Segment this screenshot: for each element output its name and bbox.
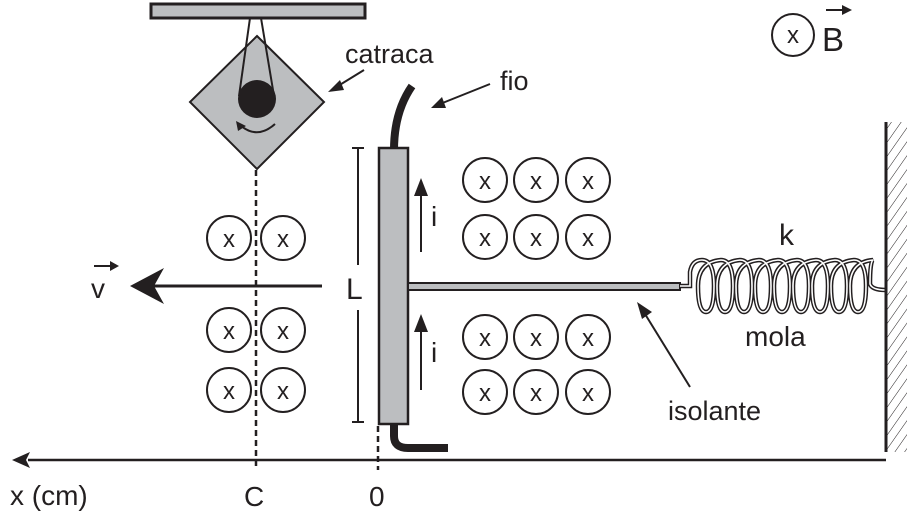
field-label: B <box>822 21 844 58</box>
ratchet <box>188 17 326 171</box>
field-into-page-icon: x <box>513 314 559 360</box>
ceiling-bar <box>149 2 367 20</box>
field-into-page-icon: x <box>513 157 559 203</box>
vector-arrow-icon <box>110 261 119 271</box>
field-into-page-icon: x <box>206 367 252 413</box>
field-symbol-text: x <box>582 325 594 352</box>
field-into-page-icon: x <box>565 214 611 260</box>
field-into-page-icon: x <box>260 215 306 261</box>
field-legend: x B <box>771 5 852 58</box>
axis-label: x (cm) <box>10 480 88 511</box>
field-into-page-icon: x <box>260 307 306 353</box>
wire-top <box>390 83 416 151</box>
current-arrow-bottom <box>414 314 428 390</box>
velocity-label: v <box>91 273 105 304</box>
field-symbol-text: x <box>479 225 491 252</box>
field-into-page-icon: x <box>565 369 611 415</box>
conducting-bar <box>377 146 410 426</box>
ratchet-label: catraca <box>345 39 435 69</box>
field-symbol-text: x <box>582 168 594 195</box>
field-symbol-text: x <box>223 318 235 345</box>
field-into-page-icon: x <box>462 314 508 360</box>
arrow-up-icon <box>414 178 428 196</box>
field-symbol-text: x <box>582 380 594 407</box>
field-into-page-icon: x <box>260 367 306 413</box>
field-into-page-icon <box>771 13 815 57</box>
field-into-page-icon: x <box>513 214 559 260</box>
origin-label: 0 <box>369 481 385 512</box>
field-symbol-text: x <box>277 318 289 345</box>
catraca-arrow-icon <box>328 80 344 92</box>
wire-label: fio <box>500 66 529 96</box>
axis-arrow-icon <box>12 452 30 468</box>
field-symbol-text: x <box>530 225 542 252</box>
point-c-label: C <box>244 481 264 512</box>
field-into-page-icon: x <box>206 307 252 353</box>
spring <box>680 257 887 315</box>
length-dimension <box>352 147 364 423</box>
isolante-arrow-icon <box>637 302 652 319</box>
field-into-page-icon: x <box>462 214 508 260</box>
field-symbol-text: x <box>530 380 542 407</box>
insulator-rod <box>407 282 681 291</box>
field-symbol-text: x <box>277 378 289 405</box>
field-symbol-text: x <box>582 225 594 252</box>
field-symbol-text: x <box>479 380 491 407</box>
field-symbol-text: x <box>223 378 235 405</box>
field-symbol-text: x <box>277 226 289 253</box>
spring-coil-highlight <box>680 259 887 313</box>
field-into-page-icon: x <box>513 369 559 415</box>
current-arrow-top <box>414 178 428 252</box>
spring-label: mola <box>745 321 806 352</box>
current-label-bottom: i <box>431 337 437 368</box>
fio-arrow-icon <box>431 97 446 108</box>
field-symbol-text: x <box>223 226 235 253</box>
arrow-up-icon <box>414 314 428 332</box>
ratchet-pulley <box>238 80 276 118</box>
field-symbol-text: x <box>479 325 491 352</box>
velocity-arrow-icon <box>130 268 164 304</box>
svg-text:x: x <box>787 22 799 49</box>
magnetic-field-symbols: x x x x x x x x x x x x x x x x x x <box>206 157 611 415</box>
field-into-page-icon: x <box>565 157 611 203</box>
field-into-page-icon: x <box>206 215 252 261</box>
field-symbol-text: x <box>530 325 542 352</box>
spring-constant-label: k <box>779 219 795 252</box>
field-into-page-icon: x <box>565 314 611 360</box>
field-symbol-text: x <box>479 168 491 195</box>
length-label: L <box>346 273 363 306</box>
wire-bottom <box>390 424 448 452</box>
field-symbol-text: x <box>530 168 542 195</box>
current-label-top: i <box>431 201 437 232</box>
wall-hatch <box>887 122 907 452</box>
vector-arrow-icon <box>842 5 852 15</box>
field-into-page-icon: x <box>462 157 508 203</box>
insulator-label: isolante <box>668 396 761 426</box>
field-into-page-icon: x <box>462 369 508 415</box>
